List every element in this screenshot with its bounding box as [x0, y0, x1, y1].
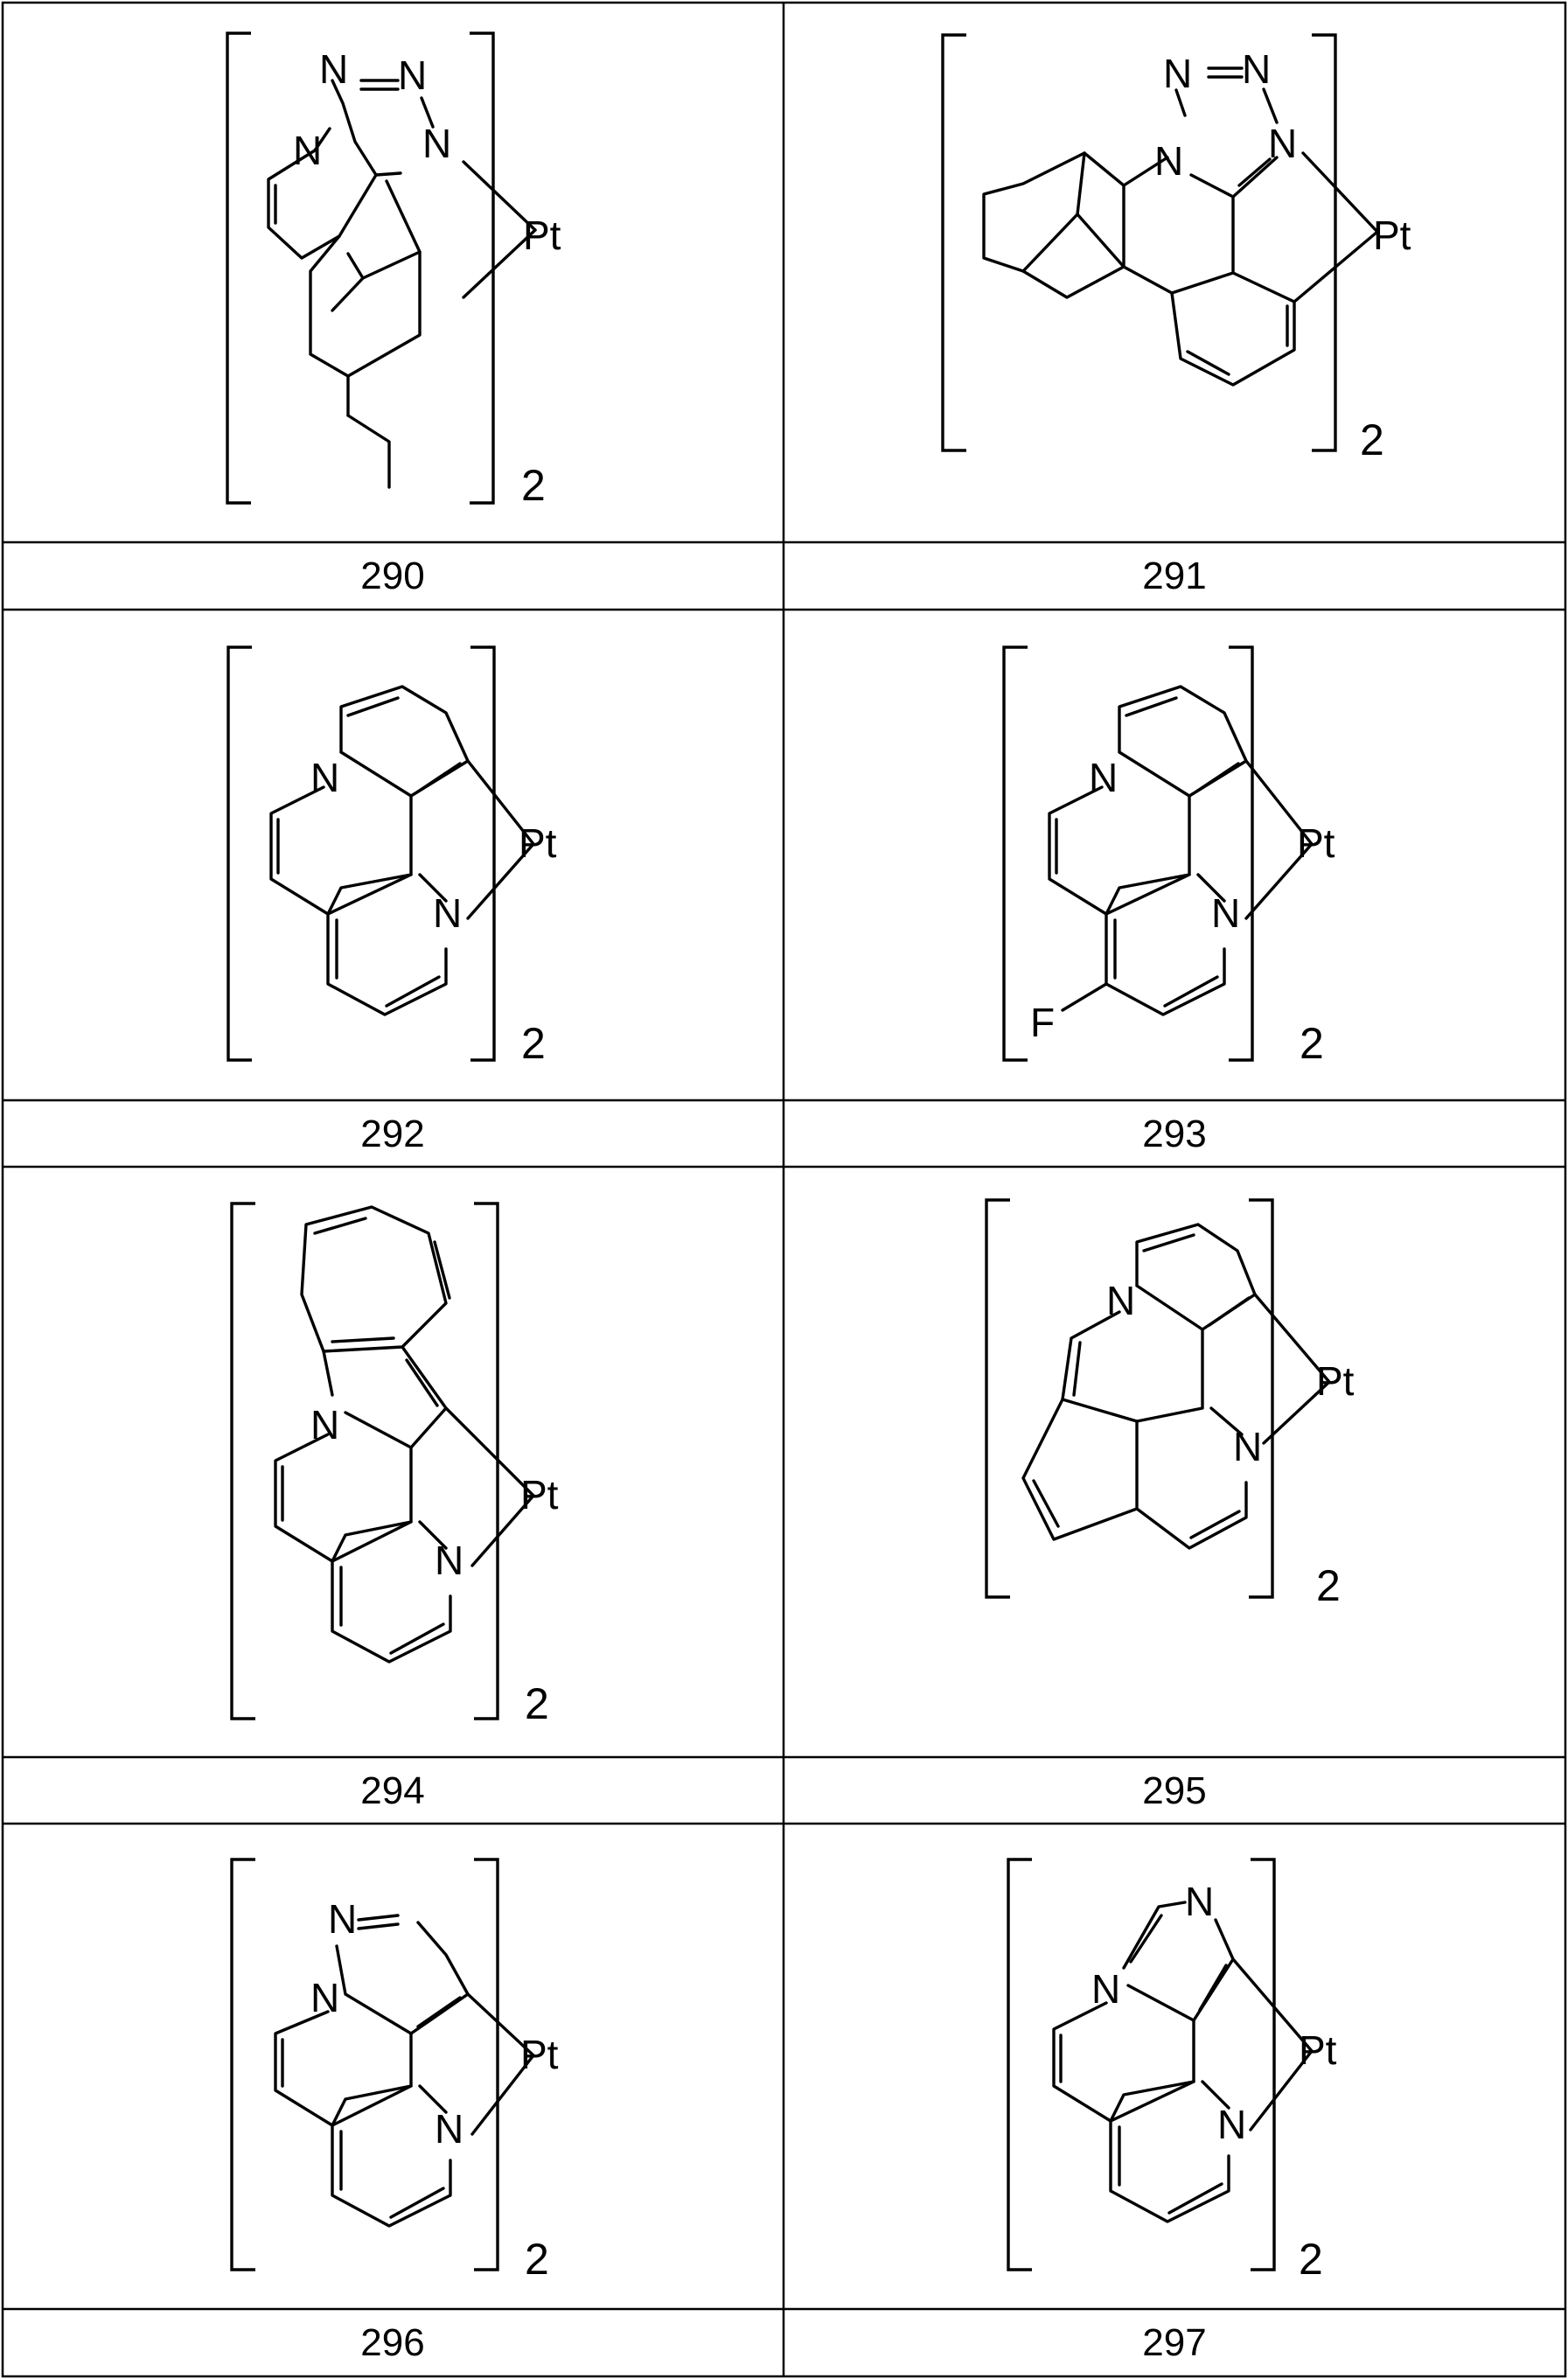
compound-number: 293: [1142, 1113, 1206, 1155]
multiplier: 2: [521, 461, 546, 510]
atom-n: N: [1091, 1966, 1120, 2012]
atom-n: N: [398, 52, 427, 98]
compound-number: 291: [1142, 555, 1206, 597]
table-grid: [3, 3, 1565, 2376]
atom-pt: Pt: [1299, 2027, 1337, 2073]
compound-number: 290: [360, 555, 424, 597]
atom-n: N: [1163, 51, 1192, 96]
compound-number: 292: [360, 1113, 424, 1155]
atom-pt: Pt: [520, 1472, 559, 1517]
atom-n: N: [293, 128, 322, 173]
atom-n: N: [1089, 755, 1118, 800]
atom-pt: Pt: [520, 2032, 559, 2077]
multiplier: 2: [525, 2235, 549, 2284]
compound-296-structure: N N N Pt 2: [232, 1859, 559, 2284]
compound-294-structure: N N Pt 2: [232, 1203, 559, 1728]
atom-n: N: [1185, 1879, 1214, 1924]
atom-n: N: [1242, 46, 1271, 92]
atom-f: F: [1030, 1000, 1055, 1045]
atom-n: N: [1154, 138, 1183, 184]
multiplier: 2: [525, 1679, 549, 1728]
multiplier: 2: [1300, 1019, 1324, 1068]
multiplier: 2: [1316, 1561, 1341, 1610]
atom-n: N: [310, 1402, 339, 1448]
atom-pt: Pt: [1297, 820, 1335, 866]
atom-n: N: [1211, 890, 1240, 936]
multiplier: 2: [1299, 2235, 1323, 2284]
compound-297-structure: N N N Pt 2: [1008, 1859, 1337, 2284]
multiplier: 2: [521, 1019, 546, 1068]
atom-n: N: [435, 2106, 463, 2152]
compound-number: 296: [360, 2321, 424, 2364]
atom-pt: Pt: [519, 820, 557, 866]
atom-n: N: [433, 890, 462, 936]
compound-295-structure: N N Pt 2: [986, 1200, 1355, 1610]
atom-n: N: [1233, 1424, 1262, 1469]
atom-n: N: [1217, 2102, 1246, 2147]
atom-n: N: [310, 1975, 339, 2020]
multiplier: 2: [1360, 415, 1384, 464]
atom-n: N: [319, 46, 348, 92]
atom-n: N: [310, 755, 339, 800]
atom-n: N: [1106, 1278, 1135, 1323]
atom-pt: Pt: [523, 213, 561, 258]
atom-n: N: [422, 121, 451, 166]
atom-n: N: [1268, 121, 1297, 166]
atom-n: N: [435, 1538, 463, 1583]
atom-pt: Pt: [1373, 213, 1411, 258]
compound-291-structure: N N N N Pt 2: [943, 35, 1411, 464]
compound-number: 297: [1142, 2321, 1206, 2364]
compound-290-structure: N N N N Pt 2: [227, 33, 561, 510]
atom-pt: Pt: [1316, 1358, 1355, 1404]
atom-n: N: [328, 1896, 357, 1942]
compound-number: 295: [1142, 1769, 1206, 1812]
compound-293-structure: N N Pt F 2: [1004, 647, 1335, 1068]
compound-292-structure: N N Pt 2: [228, 647, 557, 1068]
compound-number: 294: [360, 1769, 424, 1812]
